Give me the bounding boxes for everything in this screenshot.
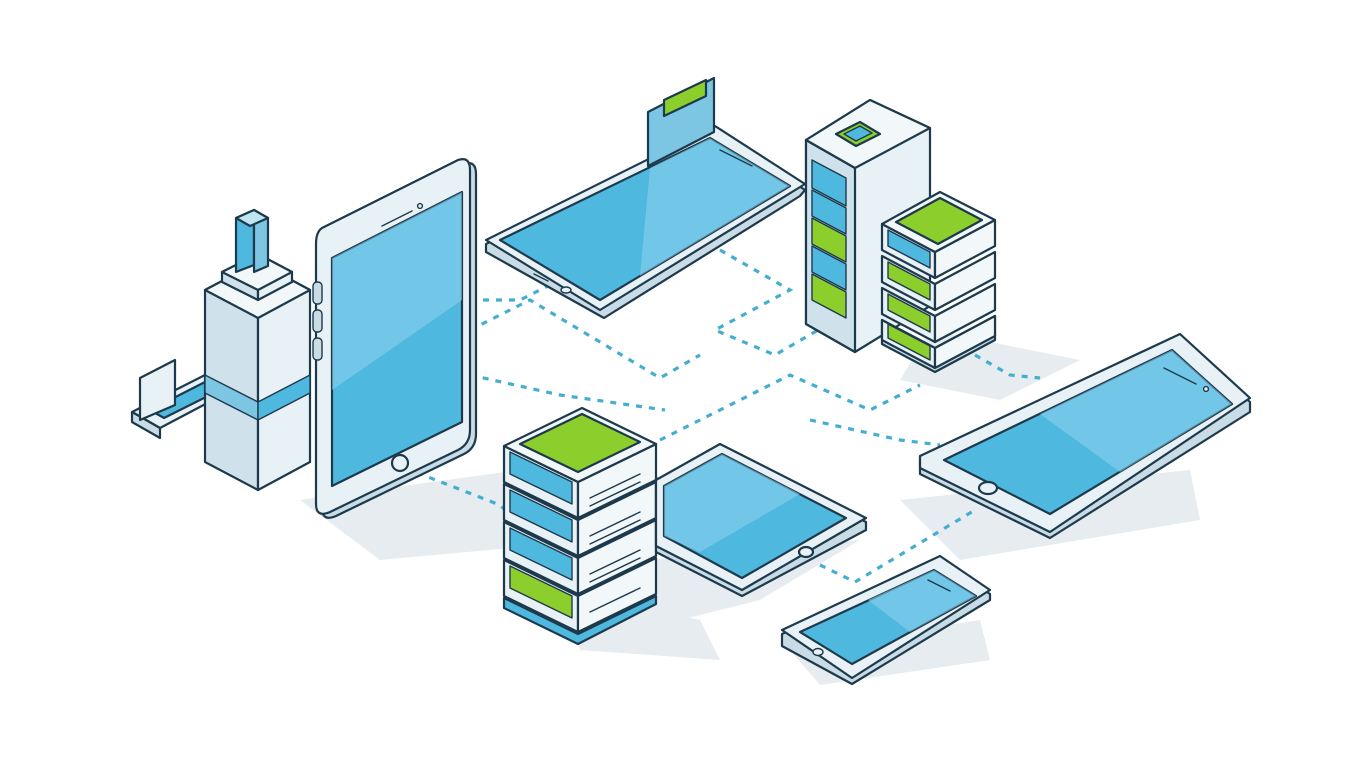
- landscape-phone: [918, 332, 1252, 540]
- link-tablet-to-laptop: [470, 283, 551, 302]
- link-tablet-to-center-stack: [469, 373, 666, 412]
- link-laptop-down: [711, 248, 871, 357]
- office-tower: [130, 208, 312, 492]
- small-tablet: [654, 442, 868, 598]
- link-hub-right: [809, 418, 941, 447]
- laptop-tablet: [484, 76, 807, 320]
- link-tower-to-phone: [974, 353, 1041, 380]
- link-phone-to-landscape: [854, 508, 976, 584]
- server-stack-center: [502, 406, 658, 646]
- server-stack-right: [880, 190, 997, 374]
- link-hub-mid: [659, 373, 921, 442]
- portrait-tablet: [312, 158, 478, 519]
- small-phone: [780, 554, 992, 686]
